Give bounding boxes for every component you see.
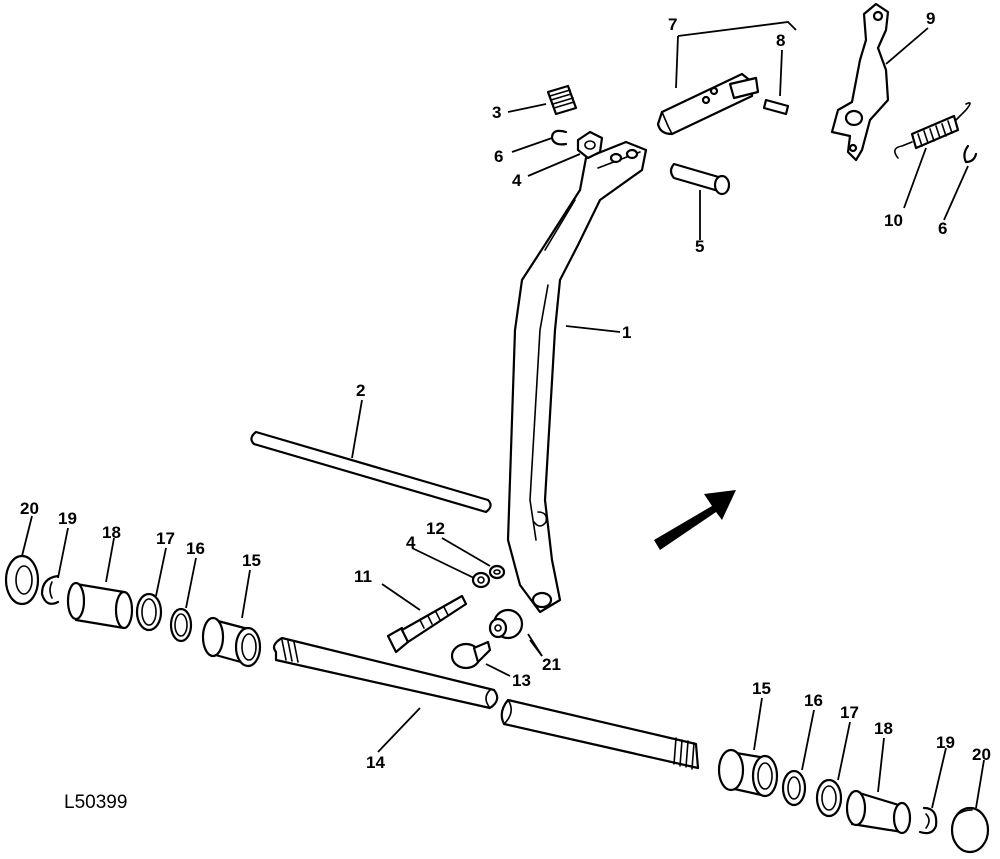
snap-ring-part-right [918, 806, 938, 835]
callout-16-right: 16 [804, 691, 823, 710]
ring-part-right-16 [781, 769, 807, 807]
rod-part [250, 430, 492, 514]
sleeve-part-left [66, 581, 134, 630]
callout-16-left: 16 [186, 539, 205, 558]
callout-8: 8 [776, 31, 785, 50]
sleeve-part-right [845, 789, 912, 835]
lever-arm-part [506, 140, 648, 614]
callout-20-left: 20 [20, 499, 39, 518]
callout-2: 2 [356, 381, 365, 400]
callout-18-left: 18 [102, 523, 121, 542]
ring-part-left-16 [169, 607, 193, 643]
extension-spring-part [894, 102, 971, 159]
callout-labels: 1 2 3 4 5 6 6 7 8 9 10 11 12 4 13 14 15 … [20, 9, 991, 772]
hex-nut-part [576, 130, 604, 160]
callout-12: 12 [426, 519, 445, 538]
callout-15-right: 15 [752, 679, 771, 698]
small-spring-part [546, 84, 578, 116]
bushing-part-right [717, 748, 779, 798]
callout-1: 1 [622, 323, 631, 342]
callout-4-lower: 4 [406, 533, 416, 552]
callout-7: 7 [668, 15, 677, 34]
callout-19-right: 19 [936, 733, 955, 752]
callout-3: 3 [492, 103, 501, 122]
figure-id-label: L50399 [64, 792, 127, 813]
clip-part-upper [550, 129, 568, 146]
callout-18-right: 18 [874, 719, 893, 738]
clip-part-right [963, 144, 978, 164]
link-bracket-part [656, 72, 760, 136]
callout-14: 14 [366, 753, 385, 772]
callout-21: 21 [542, 655, 561, 674]
shaft-part [272, 636, 700, 770]
washer-part [488, 564, 506, 580]
callout-17-left: 17 [156, 529, 175, 548]
leader-lines [21, 21, 985, 809]
bellcrank-part [830, 2, 890, 162]
callout-15-left: 15 [242, 551, 261, 570]
callout-4-upper: 4 [512, 171, 522, 190]
small-pin-part [762, 98, 790, 116]
snap-ring-part-left [40, 574, 60, 605]
callout-6-upper: 6 [494, 147, 503, 166]
callout-6-right: 6 [938, 219, 947, 238]
bushing-group-left [4, 554, 262, 668]
cap-part-right [950, 806, 990, 854]
roller-part [488, 608, 524, 640]
callout-5: 5 [695, 237, 704, 256]
callout-20-right: 20 [972, 745, 991, 764]
ring-part-right-17 [815, 778, 843, 818]
seal-part-left [4, 554, 40, 606]
direction-arrow [654, 490, 736, 550]
callout-13: 13 [512, 671, 531, 690]
knob-part [450, 640, 492, 670]
ring-part-left-17 [135, 592, 163, 632]
pin-part [669, 162, 731, 196]
nut-part-lower [471, 571, 491, 589]
callout-11: 11 [354, 567, 372, 586]
bushing-group-right [717, 748, 990, 854]
callout-19-left: 19 [58, 509, 77, 528]
callout-10: 10 [884, 211, 903, 230]
bolt-part [386, 594, 468, 654]
bushing-part-left [201, 616, 262, 668]
callout-17-right: 17 [840, 703, 859, 722]
callout-9: 9 [926, 9, 935, 28]
